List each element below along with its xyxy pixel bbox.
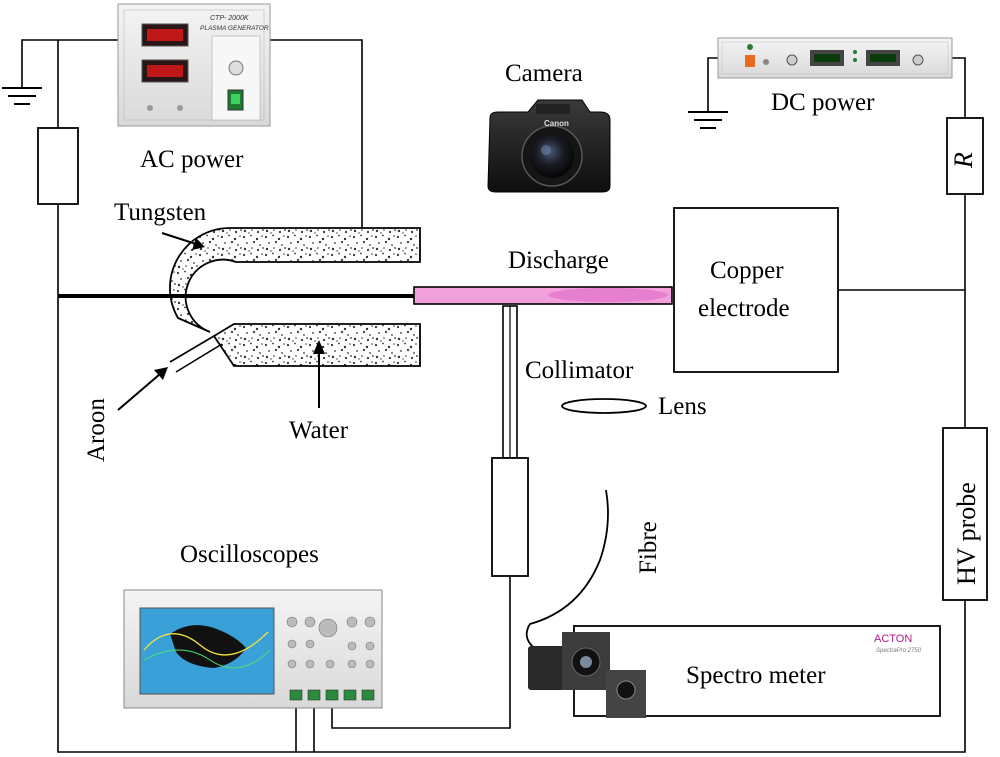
lens-label: Lens [658, 393, 707, 420]
ac-name-text: PLASMA GENERATOR [200, 25, 269, 32]
ground-symbol-left [2, 87, 42, 105]
resistor-r [946, 117, 984, 195]
collimator [491, 305, 529, 577]
ac-frequency-knob [228, 60, 244, 76]
camera-brand-text: Canon [544, 119, 569, 128]
fibre-label: Fibre [635, 521, 662, 574]
spectrometer-label: Spectro meter [686, 662, 826, 689]
resistor-r-label: R [949, 152, 978, 169]
argon-label: Aroon [83, 398, 110, 462]
resistor-left [37, 127, 79, 205]
water-arrow [313, 340, 325, 408]
ac-resistor-bottom-wire [57, 204, 966, 753]
tungsten-arrow [161, 232, 205, 250]
water-label: Water [289, 417, 349, 444]
dc-power-switch [745, 55, 755, 67]
dc-ground-wire [707, 57, 718, 112]
camera-icon: Canon [487, 99, 611, 193]
hv-probe-label: HV probe [952, 482, 981, 585]
copper-electrode-label-2: electrode [698, 295, 790, 322]
argon-inlet [169, 335, 223, 373]
discharge-plasma [548, 288, 668, 302]
hv-probe-box [942, 427, 988, 601]
collimator-label: Collimator [525, 357, 634, 384]
ac-power-label: AC power [140, 146, 244, 173]
lens-icon [561, 398, 647, 414]
oscilloscope-device [123, 589, 383, 709]
copper-electrode-box [673, 207, 839, 373]
copper-electrode-label-1: Copper [710, 257, 784, 284]
dc-power-label: DC power [771, 89, 875, 116]
wiring [21, 39, 966, 753]
acton-brand: ACTON [874, 633, 912, 645]
ac-model-text: CTP- 2000K [210, 15, 249, 22]
dc-power-supply [717, 37, 953, 79]
camera-label: Camera [505, 60, 583, 87]
ac-right-wire [270, 39, 363, 228]
oscilloscopes-label: Oscilloscopes [180, 541, 319, 568]
ground-symbol-right [688, 111, 728, 129]
discharge-label: Discharge [508, 247, 609, 274]
ac-left-wire [21, 39, 118, 88]
spectrometer-detector [528, 632, 646, 718]
acton-model: SpectraPro 2750 [876, 648, 922, 654]
dc-right-wire [952, 57, 966, 118]
ac-power-supply: CTP- 2000K PLASMA GENERATOR [117, 3, 271, 127]
argon-arrow [117, 367, 168, 411]
collimator-to-osc-wire [331, 577, 511, 729]
tungsten-label: Tungsten [114, 199, 207, 226]
